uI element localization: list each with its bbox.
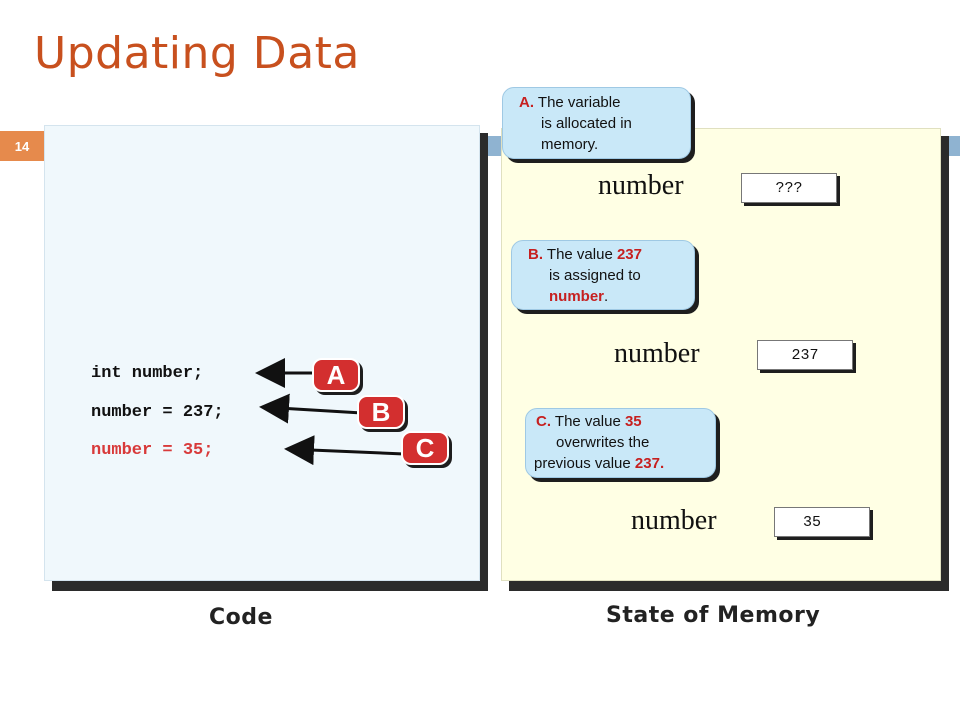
memory-panel-label: State of Memory <box>606 603 821 628</box>
slide-number: 14 <box>0 131 44 161</box>
callout-b-label: B. <box>528 246 543 263</box>
arrow-c <box>284 435 405 466</box>
callout-a-line2: is allocated in <box>541 115 632 132</box>
code-line-assign-237: number = 237; <box>91 403 224 422</box>
callout-b-period: . <box>604 288 609 305</box>
step-a-badge: A <box>312 358 360 392</box>
memory-cell-b: 237 <box>757 340 853 370</box>
callout-a-line3: memory. <box>541 136 599 153</box>
callout-step-b: B. The value 237 is assigned to number. <box>511 240 695 310</box>
callout-c-period: . <box>659 455 665 472</box>
step-b-badge: B <box>357 395 405 429</box>
callout-c-line2: overwrites the <box>556 434 650 451</box>
memory-var-name-a: number <box>598 170 684 201</box>
memory-cell-c: 35 <box>774 507 870 537</box>
callout-a-line1: The variable <box>537 94 621 111</box>
memory-panel <box>501 128 941 581</box>
callout-step-a: A. The variable is allocated in memory. <box>502 87 691 159</box>
code-panel-label: Code <box>209 605 273 630</box>
memory-cell-a: ??? <box>741 173 837 203</box>
callout-c-line3: previous value <box>534 455 631 472</box>
slide-title: Updating Data <box>34 28 360 79</box>
callout-c-text: The value <box>554 413 621 430</box>
callout-b-value: 237 <box>616 246 642 263</box>
callout-c-value: 35 <box>624 413 642 430</box>
code-panel <box>44 125 480 581</box>
callout-b-line2: is assigned to <box>549 267 641 284</box>
callout-b-varname: number <box>549 288 605 305</box>
callout-b-text: The value <box>546 246 613 263</box>
callout-c-label: C. <box>536 413 551 430</box>
code-line-assign-35: number = 35; <box>91 441 214 460</box>
code-line-declare: int number; <box>91 364 204 383</box>
memory-var-name-c: number <box>631 505 717 536</box>
arrow-b <box>259 393 363 424</box>
memory-var-name-b: number <box>614 338 700 369</box>
step-c-badge: C <box>401 431 449 465</box>
callout-c-prev: 237 <box>634 455 660 472</box>
callout-a-label: A. <box>519 94 534 111</box>
callout-step-c: C. The value 35 overwrites the previous … <box>525 408 716 478</box>
